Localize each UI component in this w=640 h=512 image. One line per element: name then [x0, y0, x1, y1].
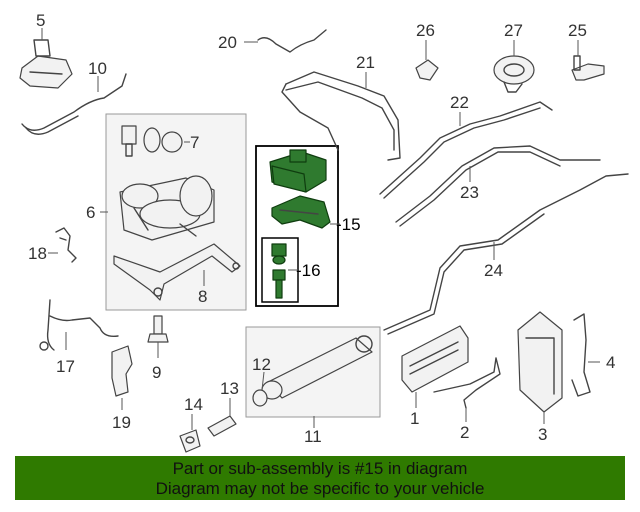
part-2-bracket — [433, 357, 501, 409]
callout-12: 12 — [252, 355, 271, 374]
part-22-line — [379, 101, 553, 199]
callout-20: 20 — [218, 33, 237, 52]
callout-5: 5 — [36, 11, 45, 30]
part-6-compressor — [119, 175, 215, 241]
part-25-sensor — [571, 55, 605, 81]
part-15-valve-block — [269, 149, 331, 229]
part-1-module — [401, 325, 469, 393]
part-19-bracket — [111, 345, 133, 397]
banner-line-2: Diagram may not be specific to your vehi… — [155, 479, 485, 498]
callout-9: 9 — [152, 363, 161, 382]
part-16-fitting — [271, 243, 287, 299]
part-26-grommet — [415, 59, 439, 81]
part-20-line — [257, 29, 327, 53]
callout-19: 19 — [112, 413, 131, 432]
part-10-harness — [21, 73, 127, 135]
callout-24: 24 — [484, 261, 503, 280]
callout-27: 27 — [504, 21, 523, 40]
part-9-bolt — [147, 315, 169, 343]
part-7-fittings — [121, 125, 183, 157]
callout-15: -15 — [336, 215, 361, 234]
callout-26: 26 — [416, 21, 435, 40]
callout-22: 22 — [450, 93, 469, 112]
callout-17: 17 — [56, 357, 75, 376]
part-23-line — [395, 145, 601, 227]
part-4-bracket — [571, 313, 591, 397]
callout-2: 2 — [460, 423, 469, 442]
callout-25: 25 — [568, 21, 587, 40]
part-18-clip — [55, 227, 77, 263]
callout-1: 1 — [410, 409, 419, 428]
callout-3: 3 — [538, 425, 547, 444]
info-banner: Part or sub-assembly is #15 in diagram D… — [15, 456, 625, 500]
part-3-module — [517, 311, 563, 413]
callout-18: 18 — [28, 244, 47, 263]
callout-4: 4 — [606, 353, 615, 372]
callout-11: 11 — [304, 427, 322, 446]
part-12-cap — [252, 389, 268, 407]
callout-8: 8 — [198, 287, 207, 306]
part-8-bracket — [113, 243, 241, 301]
banner-line-1: Part or sub-assembly is #15 in diagram — [172, 459, 468, 478]
part-11-dryer — [261, 335, 373, 400]
part-14-fitting — [179, 429, 201, 453]
part-17-harness — [39, 299, 119, 351]
callout-16: -16 — [296, 261, 321, 280]
callout-7: 7 — [190, 133, 199, 152]
part-5-sensor — [19, 39, 73, 89]
callout-6: 6 — [86, 203, 95, 222]
callout-21: 21 — [356, 53, 375, 72]
part-21-line — [281, 71, 401, 161]
part-13-fitting — [207, 415, 237, 437]
part-27-mount — [493, 55, 535, 93]
callout-13: 13 — [220, 379, 239, 398]
callout-10: 10 — [88, 59, 107, 78]
part-24-line — [383, 173, 629, 335]
callout-14: 14 — [184, 395, 203, 414]
callout-23: 23 — [460, 183, 479, 202]
